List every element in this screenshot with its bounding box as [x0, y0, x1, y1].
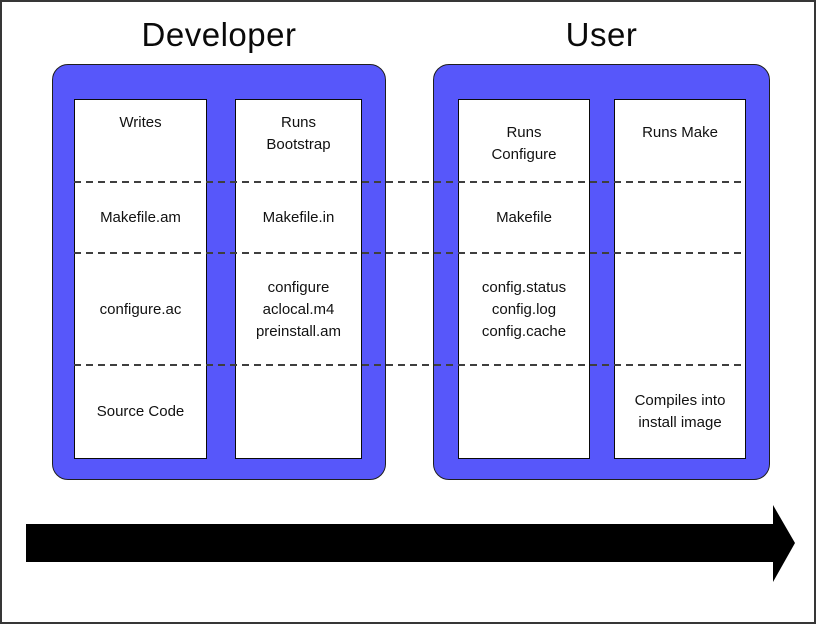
column-developer-runs-bootstrap: Runs Bootstrap Makefile.in configure acl… — [235, 99, 362, 459]
cell-configure-ac: configure.ac — [99, 300, 182, 318]
arrow-shape — [26, 505, 795, 582]
cell-empty — [459, 366, 589, 458]
cell-empty — [615, 183, 745, 253]
dashed-divider-2 — [74, 252, 746, 254]
cell-makefile-in: Makefile.in — [262, 209, 335, 226]
column-user-runs-configure: Runs Configure Makefile config.status co… — [458, 99, 590, 459]
column-developer-writes: Writes Makefile.am configure.ac Source C… — [74, 99, 207, 459]
dashed-divider-3 — [74, 364, 746, 366]
cell-empty — [236, 366, 361, 458]
cell-configure-aclocal: configure aclocal.m4 preinstall.am — [255, 278, 342, 340]
cell-runs-make: Runs Make — [642, 124, 718, 141]
cell-source-code: Source Code — [96, 403, 185, 420]
cell-compiles-into: Compiles into install image — [634, 392, 726, 431]
cell-config-outputs: config.status config.log config.cache — [481, 278, 567, 340]
cell-writes: Writes — [119, 114, 162, 131]
cell-runs-bootstrap: Runs Bootstrap — [266, 114, 331, 153]
cell-makefile: Makefile — [496, 209, 552, 226]
section-title-developer: Developer — [141, 16, 297, 53]
column-user-runs-make: Runs Make Compiles into install image — [614, 99, 746, 459]
section-title-user: User — [565, 16, 638, 53]
cell-makefile-am: Makefile.am — [100, 209, 181, 226]
cell-empty — [615, 253, 745, 366]
dashed-divider-1 — [74, 181, 746, 183]
cell-runs-configure: Runs Configure — [491, 124, 557, 163]
